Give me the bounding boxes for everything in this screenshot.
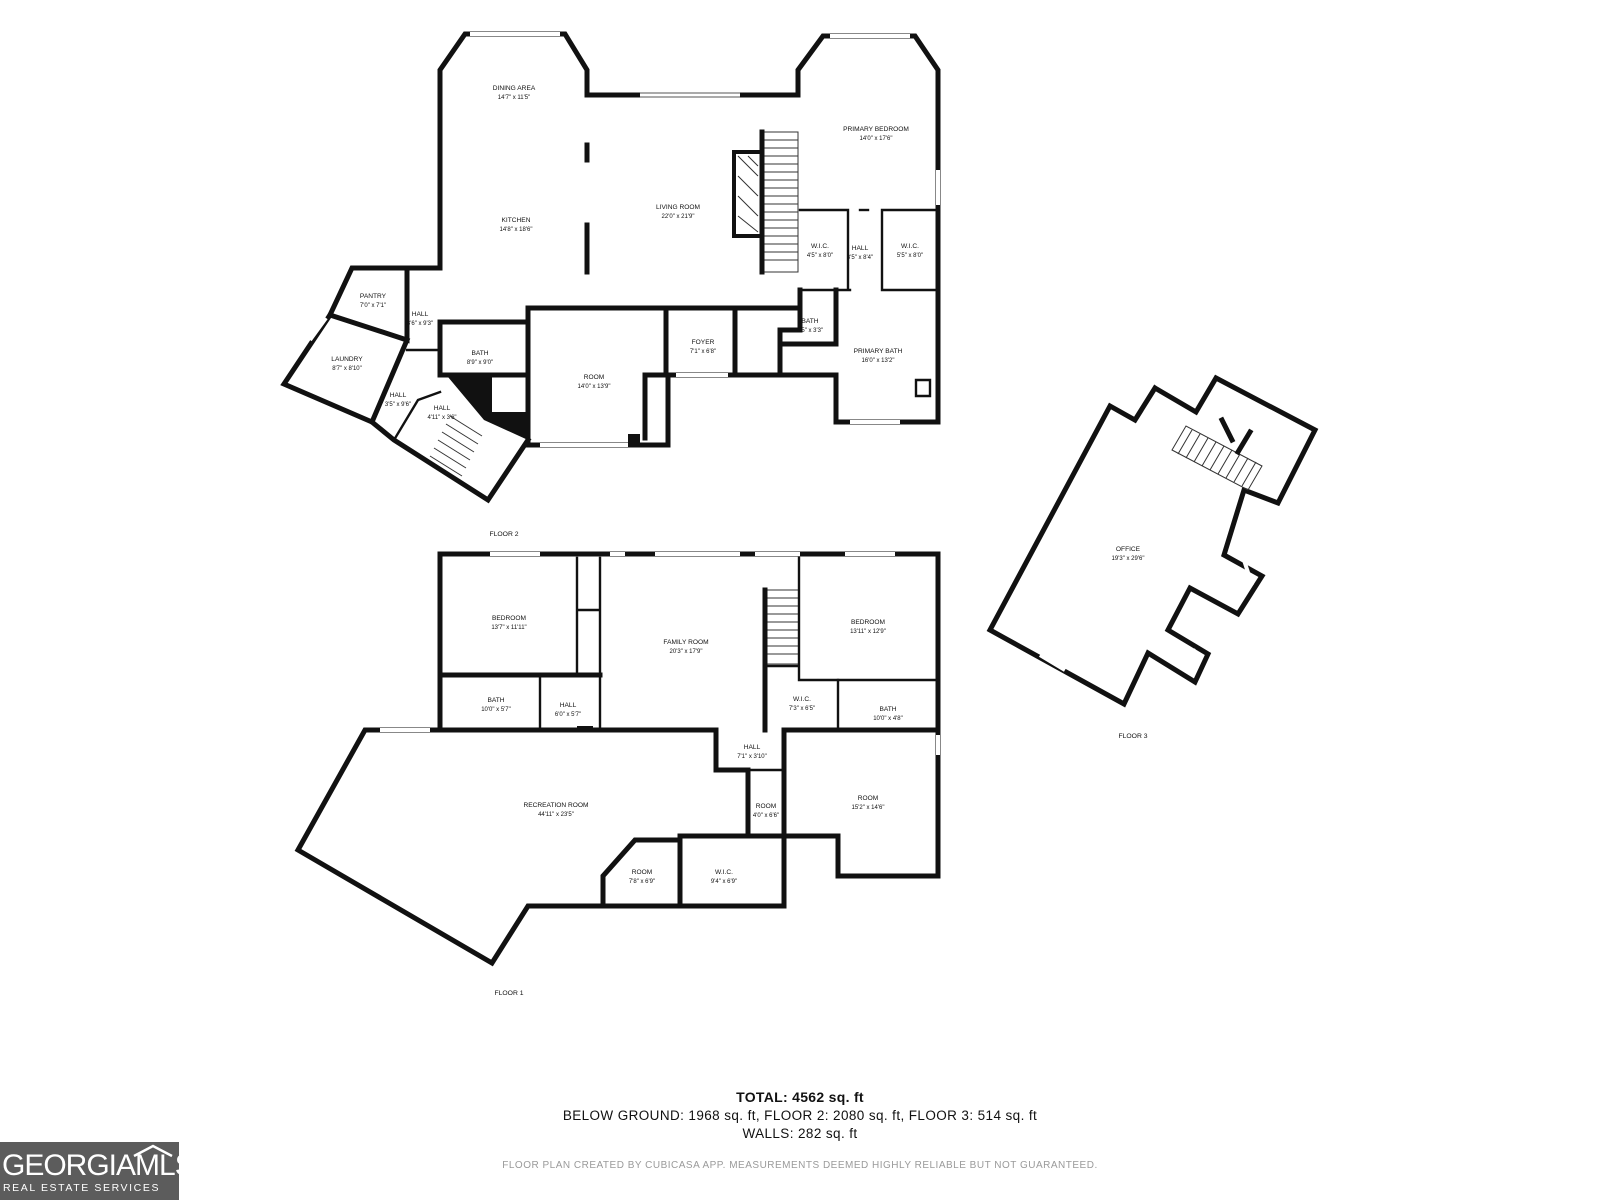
room-name: PANTRY (360, 293, 387, 300)
floor-1-labels: BEDROOM 13'7" x 11'11" FAMILY ROOM 20'3"… (481, 615, 903, 997)
georgia-mls-logo: GEORGIAMLS REAL ESTATE SERVICES (0, 1142, 195, 1200)
room-name: FOYER (692, 339, 715, 346)
room-name: BEDROOM (851, 619, 885, 626)
room-name: PRIMARY BATH (854, 348, 903, 355)
room-name: KITCHEN (502, 217, 531, 224)
floor-3-labels: OFFICE 19'3" x 29'6" FLOOR 3 (1112, 546, 1148, 740)
room-name: W.I.C. (793, 696, 811, 703)
room-dim: 20'3" x 17'9" (670, 649, 703, 655)
room-dim: 7'1" x 3'10" (737, 754, 767, 760)
logo-brand: GEORGIAMLS (2, 1149, 195, 1182)
room-name: HALL (852, 245, 869, 252)
room-name: ROOM (632, 869, 653, 876)
room-dim: 44'11" x 23'5" (538, 812, 574, 818)
floor-label: FLOOR 2 (489, 531, 518, 538)
room-dim: 10'0" x 4'8" (873, 716, 903, 722)
room-name: ROOM (756, 803, 777, 810)
room-name: FAMILY ROOM (663, 639, 708, 646)
room-dim: 4'0" x 6'6" (753, 813, 779, 819)
room-dim: 4'11" x 3'6" (427, 415, 456, 421)
room-dim: 14'0" x 13'9" (578, 384, 611, 390)
room-name: ROOM (584, 374, 605, 381)
room-dim: 9'4" x 6'9" (711, 879, 737, 885)
room-dim: 10'0" x 5'7" (481, 707, 511, 713)
room-name: BEDROOM (492, 615, 526, 622)
room-dim: 8'9" x 9'0" (467, 360, 493, 366)
floor-2-labels: DINING AREA 14'7" x 11'5" KITCHEN 14'8" … (331, 85, 923, 538)
room-name: W.I.C. (811, 243, 829, 250)
floor-1-plan (294, 551, 941, 967)
room-dim: 8'7" x 8'10" (332, 366, 362, 372)
room-name: OFFICE (1116, 546, 1141, 553)
floor-3-plan (986, 374, 1319, 708)
floor3-office-wall (986, 374, 1319, 708)
room-dim: 5'5" x 8'0" (897, 253, 923, 259)
room-dim: 6'5" x 3'3" (797, 328, 823, 334)
room-dim: 19'3" x 29'6" (1112, 556, 1145, 562)
floor-label: FLOOR 1 (494, 990, 523, 997)
room-dim: 7'0" x 7'1" (360, 303, 386, 309)
room-name: PRIMARY BEDROOM (843, 126, 909, 133)
room-dim: 6'0" x 5'7" (555, 712, 581, 718)
total-area: TOTAL: 4562 sq. ft (736, 1089, 864, 1105)
room-name: LIVING ROOM (656, 204, 700, 211)
floor-label: FLOOR 3 (1118, 733, 1147, 740)
room-dim: 3'6" x 9'3" (407, 321, 433, 327)
room-name: ROOM (858, 795, 879, 802)
room-name: HALL (560, 702, 577, 709)
room-name: W.I.C. (901, 243, 919, 250)
room-dim: 7'8" x 6'9" (629, 879, 655, 885)
room-name: W.I.C. (715, 869, 733, 876)
room-dim: 4'5" x 8'0" (807, 253, 833, 259)
room-name: BATH (487, 697, 504, 704)
room-name: LAUNDRY (331, 356, 363, 363)
room-name: HALL (412, 311, 429, 318)
room-dim: 14'7" x 11'5" (498, 95, 530, 101)
room-dim: 13'7" x 11'11" (491, 625, 526, 631)
room-name: HALL (390, 392, 407, 399)
room-dim: 3'5" x 8'4" (847, 255, 873, 261)
room-dim: 7'1" x 6'8" (690, 349, 716, 355)
walls-area: WALLS: 282 sq. ft (742, 1126, 858, 1141)
room-dim: 14'0" x 17'6" (860, 136, 893, 142)
roof-icon (133, 1144, 173, 1158)
room-dim: 16'0" x 13'2" (862, 358, 895, 364)
room-dim: 22'0" x 21'9" (662, 214, 695, 220)
floor-2-plan (280, 31, 941, 504)
area-breakdown: BELOW GROUND: 1968 sq. ft, FLOOR 2: 2080… (562, 1108, 1038, 1123)
floor1-recreation-wall (294, 727, 606, 967)
room-name: HALL (744, 744, 761, 751)
logo-tagline: REAL ESTATE SERVICES (3, 1182, 161, 1194)
fireplace-icon (732, 150, 764, 238)
area-summary: TOTAL: 4562 sq. ft BELOW GROUND: 1968 sq… (0, 1088, 1600, 1143)
room-dim: 13'11" x 12'9" (850, 629, 886, 635)
room-dim: 7'3" x 6'5" (789, 706, 815, 712)
room-name: DINING AREA (493, 85, 536, 92)
room-name: RECREATION ROOM (523, 802, 588, 809)
room-dim: 14'8" x 18'6" (500, 227, 533, 233)
room-name: BATH (471, 350, 488, 357)
disclaimer: FLOOR PLAN CREATED BY CUBICASA APP. MEAS… (502, 1160, 1098, 1171)
room-name: BATH (879, 706, 896, 713)
room-name: BATH (801, 318, 818, 325)
room-dim: 15'2" x 14'6" (852, 805, 885, 811)
room-name: HALL (434, 405, 451, 412)
room-dim: 3'5" x 9'6" (385, 402, 411, 408)
